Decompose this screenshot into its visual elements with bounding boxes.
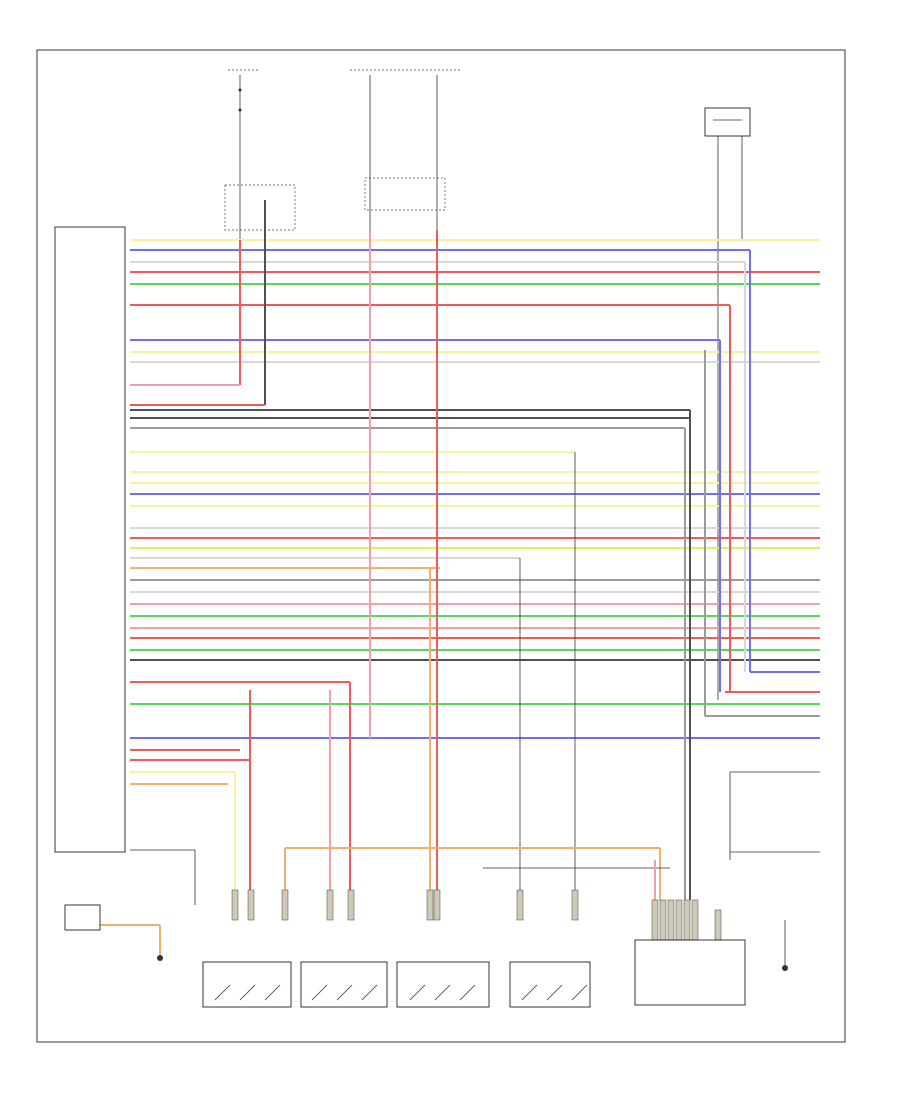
control-module-box xyxy=(54,226,126,853)
top-fuse-group-mid xyxy=(350,69,460,240)
switch-contacts xyxy=(214,984,588,1001)
top-right-sensor xyxy=(704,107,751,700)
top-fuse-group-left xyxy=(224,69,296,240)
seat-motor-box xyxy=(634,939,746,1006)
ground-symbol-right xyxy=(782,965,788,971)
small-module-box xyxy=(64,904,101,931)
seat-switch-3 xyxy=(396,961,490,1008)
connectors-row xyxy=(231,889,722,941)
seat-switch-1 xyxy=(202,961,292,1008)
ground-symbol-left xyxy=(157,955,163,961)
seat-switch-4 xyxy=(509,961,591,1008)
seat-switch-2 xyxy=(300,961,388,1008)
diagram-frame xyxy=(36,49,846,1043)
